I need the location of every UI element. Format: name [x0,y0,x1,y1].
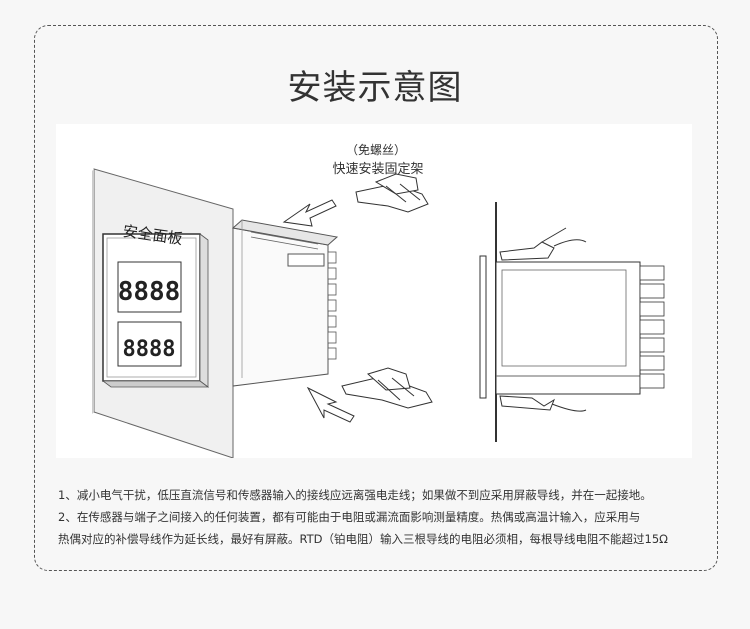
display-top-value: 8888 [118,277,181,307]
side-view [479,202,665,442]
controller-body [231,219,339,387]
installation-notes: 1、减小电气干扰，低压直流信号和传感器输入的接线应远离强电走线；如果做不到应采用… [58,484,708,550]
upper-bracket [355,173,429,213]
lower-bracket [341,367,433,409]
lower-arrow-icon [306,386,355,423]
installation-diagram: （免螺丝） 快速安装固定架 [56,124,692,458]
content-frame [34,25,718,571]
page-title: 安装示意图 [287,68,463,108]
note-line: 2、在传感器与端子之间接入的任何装置，都有可能由于电阻或漏流面影响测量精度。热偶… [58,510,641,524]
display-bottom-value: 8888 [123,337,176,362]
note-line: 1、减小电气干扰，低压直流信号和传感器输入的接线应远离强电走线；如果做不到应采用… [58,488,652,502]
screw-note: （免螺丝） [346,142,406,157]
bracket-label: 快速安装固定架 [332,162,423,177]
upper-arrow-icon [282,199,337,227]
note-line: 热偶对应的补偿导线作为延长线，最好有屏蔽。RTD（铂电阻）输入三根导线的电阻必须… [58,532,668,546]
diagram-drawing: （免螺丝） 快速安装固定架 [92,142,665,458]
controller-bezel: 安全面板 8888 8888 [101,222,210,388]
